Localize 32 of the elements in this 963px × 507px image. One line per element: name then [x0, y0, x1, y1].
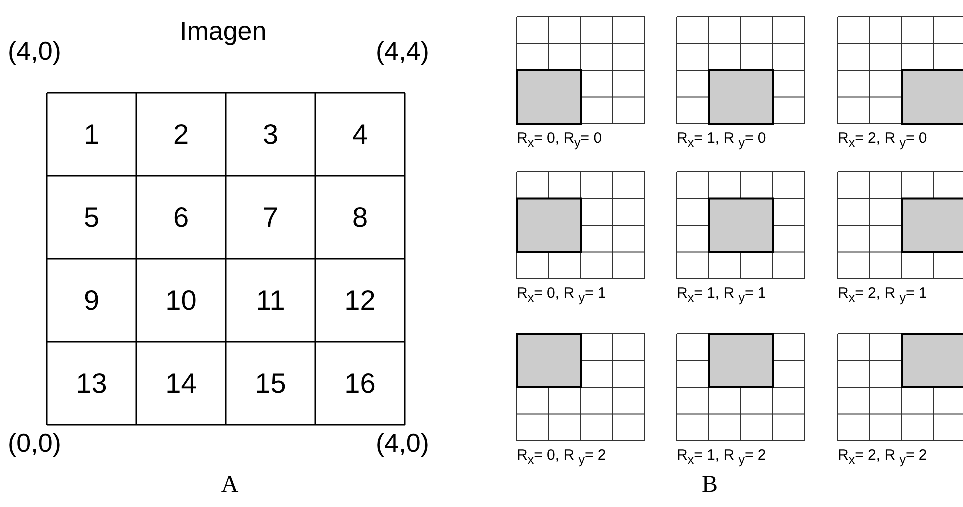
cell-number: 1: [84, 118, 100, 150]
cell-number: 6: [173, 202, 190, 234]
grid-caption: R$_{x}$= 2, R $_{y}$= 0: [838, 130, 928, 150]
cell-number: 16: [344, 368, 376, 400]
cell-number: 5: [84, 202, 100, 234]
cell-number: 4: [352, 118, 368, 150]
cell-number: 15: [255, 368, 286, 400]
cell-number: 2: [173, 118, 190, 150]
cell-number: 14: [166, 368, 197, 400]
panel-letter: A: [221, 472, 239, 499]
panel-letter: B: [702, 472, 718, 499]
coordinate-label: (4,0): [8, 36, 62, 67]
cell-number: 8: [352, 202, 368, 234]
cell-number: 11: [256, 284, 286, 316]
grid-caption: R$_{x}$= 2, R $_{y}$= 1: [838, 285, 928, 305]
cell-number: 9: [84, 284, 100, 316]
grid-caption: R$_{x}$= 2, R $_{y}$= 2: [838, 447, 928, 467]
grid-caption: R$_{x}$= 1, R $_{y}$= 2: [677, 447, 766, 467]
coordinate-label: (4,4): [376, 36, 430, 67]
cell-number: 12: [344, 284, 376, 316]
cell-number: 3: [262, 118, 279, 150]
grid-caption: R$_{x}$= 0, R $_{y}$= 1: [517, 285, 606, 305]
coordinate-label: (0,0): [8, 428, 62, 459]
cell-number: 13: [76, 368, 108, 400]
grid-caption: R$_{x}$= 0, R$_{y}$= 0: [517, 130, 602, 150]
grid-caption: R$_{x}$= 0, R $_{y}$= 2: [517, 447, 606, 467]
cell-number: 10: [166, 284, 197, 316]
cell-number: 7: [262, 202, 279, 234]
coordinate-label: (4,0): [376, 428, 430, 459]
grid-caption: R$_{x}$= 1, R $_{y}$= 0: [677, 130, 766, 150]
grid-caption: R$_{x}$= 1, R $_{y}$= 1: [677, 285, 766, 305]
title-text: Imagen: [180, 16, 267, 47]
